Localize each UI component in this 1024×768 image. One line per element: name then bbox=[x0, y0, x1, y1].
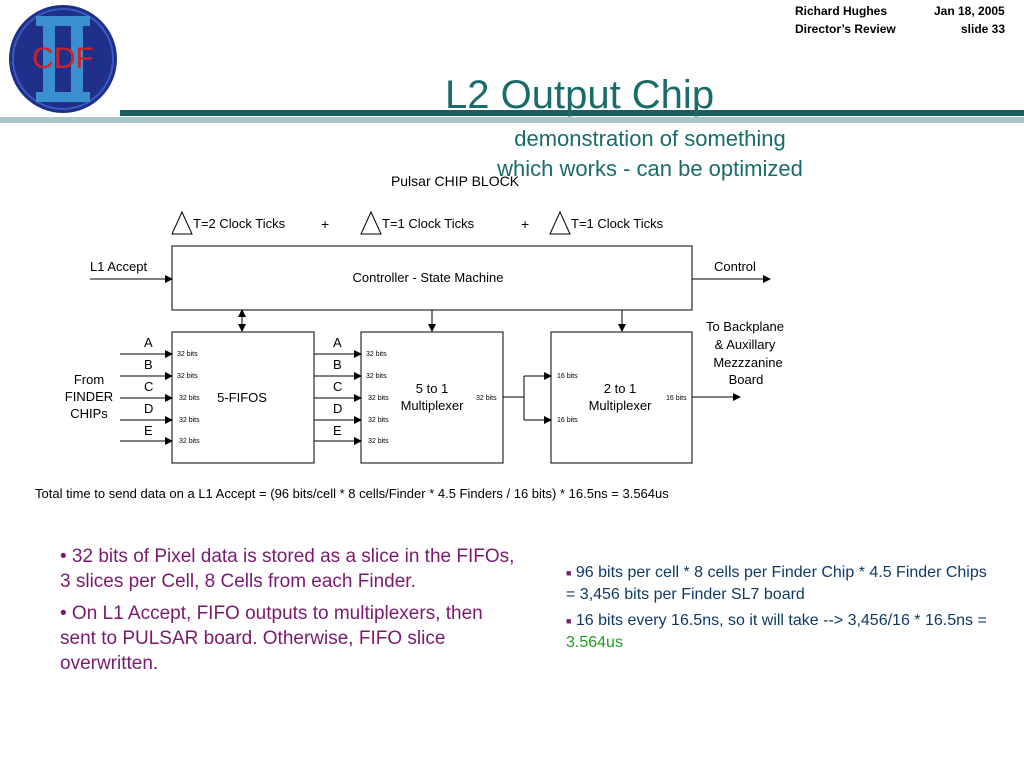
tick-label-2: T=1 Clock Ticks bbox=[382, 216, 475, 231]
fifo-bits-e: 32 bits bbox=[179, 438, 200, 445]
backplane-3: Mezzzanine bbox=[713, 355, 782, 370]
left-bullets: • 32 bits of Pixel data is stored as a s… bbox=[60, 544, 515, 683]
fifo-input-b: B bbox=[144, 357, 153, 372]
event-name: Director’s Review bbox=[795, 22, 896, 36]
subtitle-line-1: demonstration of something bbox=[514, 126, 786, 151]
mux1-label-1: 5 to 1 bbox=[416, 381, 449, 396]
mux2-label-2: Multiplexer bbox=[589, 398, 653, 413]
logo-text: CDF bbox=[32, 42, 94, 75]
header-bar-dark bbox=[120, 110, 1024, 116]
plus-2: + bbox=[521, 216, 529, 232]
from-finder-2: FINDER bbox=[65, 389, 113, 404]
left-bullet-2: • On L1 Accept, FIFO outputs to multiple… bbox=[60, 603, 483, 674]
mux1-input-a: A bbox=[333, 335, 342, 350]
result-highlight: 3.564us bbox=[566, 634, 623, 652]
right-bullet-1: ■ 96 bits per cell * 8 cells per Finder … bbox=[566, 562, 996, 606]
right-bullet-2: ■ 16 bits every 16.5ns, so it will take … bbox=[566, 610, 996, 654]
mux1-input-b: B bbox=[333, 357, 342, 372]
right-bullet-1-text: 96 bits per cell * 8 cells per Finder Ch… bbox=[566, 564, 987, 604]
controller-label: Controller - State Machine bbox=[352, 270, 503, 285]
plus-1: + bbox=[321, 216, 329, 232]
fifo-bits-a: 32 bits bbox=[177, 351, 198, 358]
mux2-in-bits-2: 16 bits bbox=[557, 417, 578, 424]
backplane-2: & Auxillary bbox=[715, 337, 776, 352]
mux2-out-bits: 16 bits bbox=[666, 395, 687, 402]
mux1-inputs: A B C D E 32 bits 32 bits 32 bits 32 bit… bbox=[314, 335, 389, 445]
fifo-inputs: A B C D E 32 bits 32 bits 32 bits 32 bit… bbox=[120, 335, 200, 445]
fifo-bits-d: 32 bits bbox=[179, 417, 200, 424]
right-bullets: ■ 96 bits per cell * 8 cells per Finder … bbox=[566, 562, 996, 658]
fifo-bits-b: 32 bits bbox=[177, 373, 198, 380]
fifo-input-a: A bbox=[144, 335, 153, 350]
mux1-bits-b: 32 bits bbox=[366, 373, 387, 380]
mux2-label-1: 2 to 1 bbox=[604, 381, 637, 396]
mux1-out-bits: 32 bits bbox=[476, 395, 497, 402]
fifo-bits-c: 32 bits bbox=[179, 395, 200, 402]
slide-date: Jan 18, 2005 bbox=[934, 4, 1005, 18]
tick-label-3: T=1 Clock Ticks bbox=[571, 216, 664, 231]
fifo-input-d: D bbox=[144, 401, 153, 416]
bullet-square-icon: ■ bbox=[566, 568, 572, 578]
fifo-input-c: C bbox=[144, 379, 153, 394]
block-title: Pulsar CHIP BLOCK bbox=[391, 173, 520, 189]
tick-label-1: T=2 Clock Ticks bbox=[193, 216, 286, 231]
backplane-4: Board bbox=[729, 372, 764, 387]
subtitle-line-2: which works - can be optimized bbox=[497, 156, 803, 181]
total-time-formula: Total time to send data on a L1 Accept =… bbox=[35, 486, 669, 501]
mux1-to-mux2: 32 bits 16 bits 16 bits bbox=[476, 372, 578, 424]
fifo-input-e: E bbox=[144, 423, 153, 438]
page-subtitle: demonstration of something which works -… bbox=[470, 124, 830, 184]
from-finder-1: From bbox=[74, 372, 104, 387]
mux1-input-c: C bbox=[333, 379, 342, 394]
l1-accept-label: L1 Accept bbox=[90, 259, 147, 274]
mux1-bits-e: 32 bits bbox=[368, 438, 389, 445]
from-finder-3: CHIPs bbox=[70, 406, 108, 421]
header-bar-light bbox=[0, 117, 1024, 123]
author-name: Richard Hughes bbox=[795, 4, 888, 18]
slide-number: slide 33 bbox=[961, 22, 1006, 36]
tick-triangle-1 bbox=[171, 210, 193, 235]
page-title: L2 Output Chip bbox=[445, 73, 715, 117]
fifo-label: 5-FIFOS bbox=[217, 390, 267, 405]
mux1-bits-a: 32 bits bbox=[366, 351, 387, 358]
mux1-bits-d: 32 bits bbox=[368, 417, 389, 424]
left-bullet-1: • 32 bits of Pixel data is stored as a s… bbox=[60, 546, 515, 592]
mux1-input-e: E bbox=[333, 423, 342, 438]
mux1-label-2: Multiplexer bbox=[401, 398, 465, 413]
mux2-in-bits-1: 16 bits bbox=[557, 373, 578, 380]
tick-triangle-2 bbox=[360, 210, 382, 235]
control-label: Control bbox=[714, 259, 756, 274]
cdf-logo: CDF bbox=[9, 5, 117, 113]
backplane-1: To Backplane bbox=[706, 319, 784, 334]
tick-triangle-3 bbox=[549, 210, 571, 235]
bullet-square-icon: ■ bbox=[566, 616, 572, 627]
mux1-bits-c: 32 bits bbox=[368, 395, 389, 402]
right-bullet-2-text: 16 bits every 16.5ns, so it will take --… bbox=[575, 612, 987, 630]
mux1-input-d: D bbox=[333, 401, 342, 416]
